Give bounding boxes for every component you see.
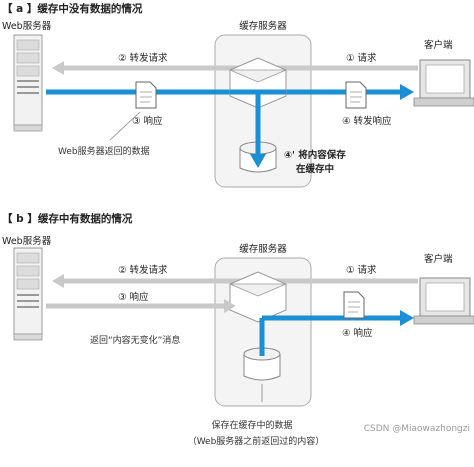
step-1-label: ① 请求 [346,52,377,64]
router-icon [229,57,287,109]
web-server-label: Web服务器 [2,20,52,32]
step-4-label: ④ 响应 [342,327,373,339]
cache-server-label: 缓存服务器 [239,20,287,32]
client-computer-icon [413,277,474,325]
step-4-label: ④ 转发响应 [342,115,392,127]
request-arrowhead [52,61,64,75]
step-2-label: ② 转发请求 [118,264,168,276]
web-data-note: Web服务器返回的数据 [58,145,150,157]
not-modified-note: 返回“内容无变化”消息 [90,334,180,346]
client-computer-icon [413,59,474,107]
step-2-label: ② 转发请求 [118,52,168,64]
cached-response-arrowhead [400,310,414,326]
step-4b-label-line2: 在缓存中 [296,163,334,175]
note-leader-line [109,111,141,141]
web-server-icon [13,34,43,132]
web-server-icon [13,247,43,341]
step-3-label: ③ 响应 [118,291,149,303]
stored-note-line1: 保存在缓存中的数据 [211,419,292,431]
watermark: CSDN @Miaowazhongzi [364,424,470,434]
stored-note-line2: （Web服务器之前返回过的内容） [188,435,325,447]
request-arrowhead [52,274,64,288]
document-icon-cached [343,291,365,319]
cache-server-label: 缓存服务器 [239,243,287,255]
response-arrowhead [400,84,414,100]
client-label: 客户端 [424,39,453,51]
router-icon [229,271,287,323]
section-a-title: 【 a 】缓存中没有数据的情况 [2,2,143,15]
section-b: 【 b 】缓存中有数据的情况 缓存服务器 Web服务器 客户端 [2,212,474,447]
section-a: 【 a 】缓存中没有数据的情况 缓存服务器 Web服务器 客户端 [2,2,474,188]
step-4b-label-line1: ④' 将内容保存 [284,149,346,161]
web-server-label: Web服务器 [2,235,52,247]
step-3-label: ③ 响应 [132,115,163,127]
section-b-title: 【 b 】缓存中有数据的情况 [2,212,133,225]
client-label: 客户端 [424,253,453,265]
step-1-label: ① 请求 [346,264,377,276]
document-icon-web [135,81,157,109]
document-icon-forward [345,81,367,109]
